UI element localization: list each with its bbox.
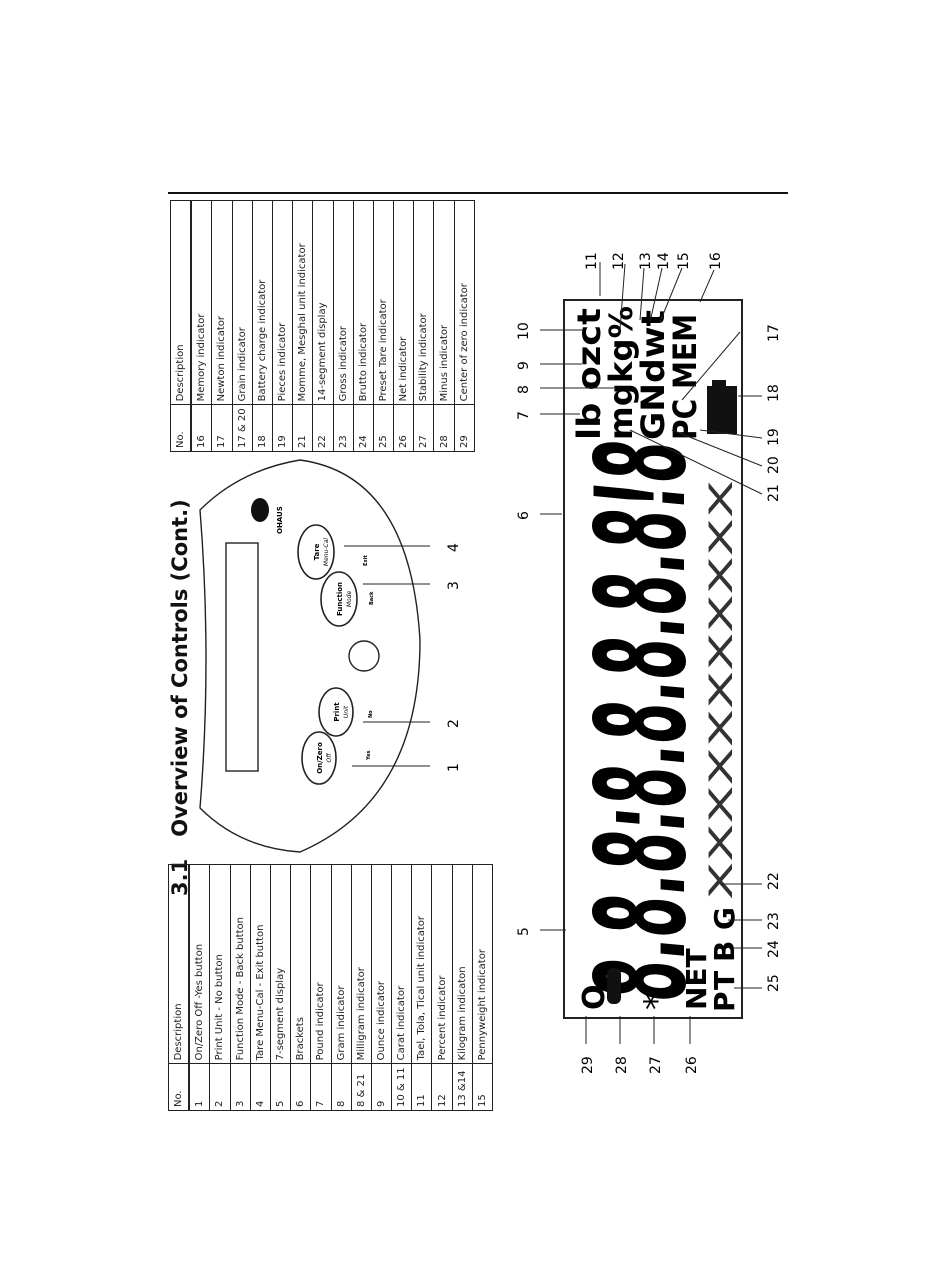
callout-27: 27 xyxy=(648,1056,664,1074)
gross-indicator: G xyxy=(708,907,741,930)
callout-line-13 xyxy=(639,267,645,321)
callout-line-17 xyxy=(681,331,741,401)
callout-14: 14 xyxy=(656,252,672,270)
net-indicator: NET xyxy=(680,948,713,1010)
callout-26: 26 xyxy=(684,1056,700,1074)
fourteen-segment-display: XXXXXXXXXXX xyxy=(702,480,740,900)
callout-line-15 xyxy=(659,267,683,323)
panel-outline xyxy=(199,459,421,853)
function-label: Function xyxy=(336,582,344,616)
callout-22: 22 xyxy=(766,872,782,890)
brutto-indicator: B xyxy=(708,941,741,962)
units-row-3: GNdwt xyxy=(634,310,672,440)
yes-caption: Yes xyxy=(366,750,372,761)
no-caption: No xyxy=(368,710,374,718)
callout-line-16 xyxy=(699,269,715,303)
callout-5: 5 xyxy=(516,927,532,936)
callout-4: 4 xyxy=(446,543,462,552)
on-zero-off-button[interactable] xyxy=(301,731,337,785)
callout-11: 11 xyxy=(584,252,600,270)
print-unit-button[interactable] xyxy=(318,687,354,737)
callout-25: 25 xyxy=(766,974,782,992)
callout-18: 18 xyxy=(766,384,782,402)
units-row-4: PC MEM xyxy=(666,314,704,440)
top-rule xyxy=(168,192,788,194)
preset-tare-indicator: P xyxy=(708,991,741,1012)
callout-15: 15 xyxy=(676,252,692,270)
menu-cal-label: Menu-Cal xyxy=(323,538,330,567)
callout-12: 12 xyxy=(611,252,627,270)
callout-19: 19 xyxy=(766,428,782,446)
callout-23: 23 xyxy=(766,912,782,930)
battery-icon xyxy=(707,380,737,434)
off-label: Off xyxy=(326,753,333,763)
ohaus-logo-mark xyxy=(251,498,269,522)
callout-28: 28 xyxy=(614,1056,630,1074)
callout-29: 29 xyxy=(580,1056,596,1074)
callout-13: 13 xyxy=(638,252,654,270)
callout-20: 20 xyxy=(766,456,782,474)
callout-line-19 xyxy=(699,429,763,439)
callout-6: 6 xyxy=(516,511,532,520)
callout-8: 8 xyxy=(516,385,532,394)
callout-2: 2 xyxy=(446,719,462,728)
center-round-button[interactable] xyxy=(348,640,380,672)
print-label: Print xyxy=(333,702,341,722)
exit-caption: Exit xyxy=(363,555,369,566)
callout-7: 7 xyxy=(516,411,532,420)
callout-3: 3 xyxy=(446,581,462,590)
callout-9: 9 xyxy=(516,361,532,370)
minus-indicator xyxy=(607,968,621,1004)
callout-line-14 xyxy=(649,267,663,323)
callout-21: 21 xyxy=(766,484,782,502)
callout-1: 1 xyxy=(446,763,462,772)
callout-line-20 xyxy=(671,429,763,467)
panel-lcd-window xyxy=(225,542,259,772)
tare-menu-cal-button[interactable] xyxy=(297,524,335,580)
tare-indicator: T xyxy=(708,971,741,990)
center-zero-indicator: O xyxy=(577,984,612,1010)
on-zero-label: On/Zero xyxy=(316,742,324,774)
callout-line-12 xyxy=(619,263,626,331)
callout-10: 10 xyxy=(516,322,532,340)
ohaus-logo: OHAUS xyxy=(251,498,284,534)
function-mode-button[interactable] xyxy=(320,571,358,627)
unit-label: Unit xyxy=(343,705,350,718)
seven-segment-display: 8.8.8:8.8.8.8.8!8 xyxy=(570,440,714,1000)
back-caption: Back xyxy=(369,591,375,605)
brand-label: OHAUS xyxy=(276,506,284,534)
lcd-frame xyxy=(563,299,743,1019)
mode-label: Mode xyxy=(346,591,353,608)
callout-24: 24 xyxy=(766,940,782,958)
stability-indicator: * xyxy=(637,993,677,1010)
callout-17: 17 xyxy=(766,324,782,342)
callout-16: 16 xyxy=(708,252,724,270)
callout-line-21 xyxy=(629,429,763,495)
units-row-2: mgkg% xyxy=(602,306,640,440)
tare-label: Tare xyxy=(313,543,321,560)
